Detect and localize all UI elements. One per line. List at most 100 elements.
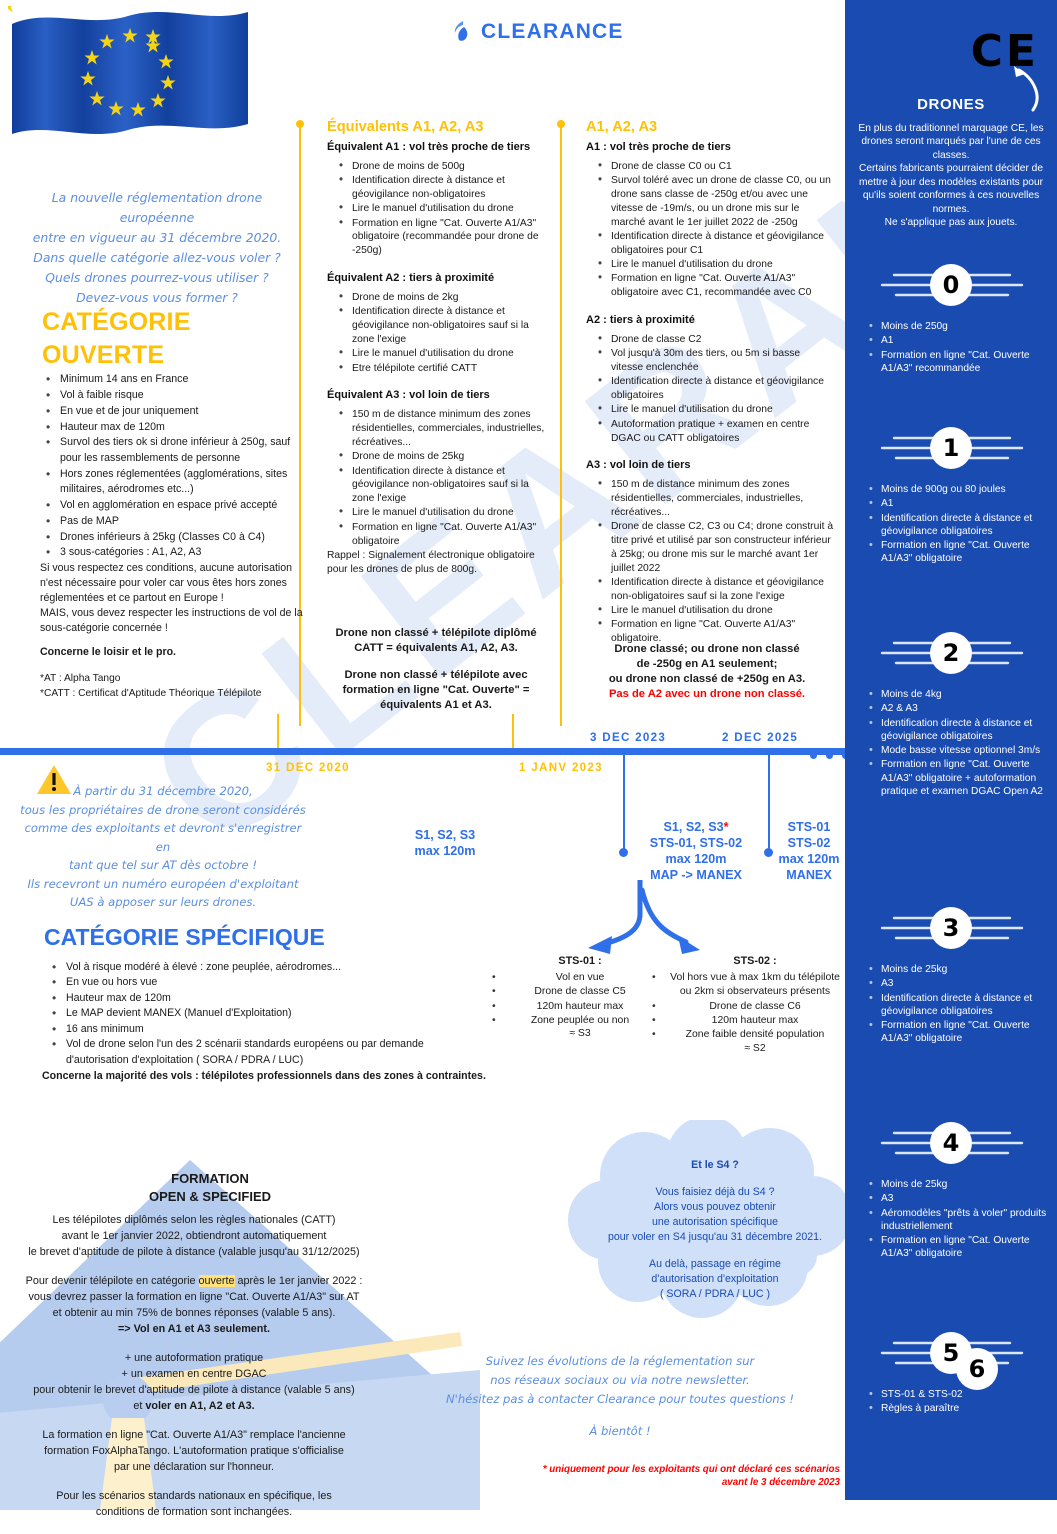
intro-line-5: Devez-vous vous former ? [76,290,238,306]
equivalents-section-bullets: 150 m de distance minimum des zones rési… [339,407,551,548]
bullet-dot: • [492,1015,496,1027]
open-category-note: Si vous respectez ces conditions, aucune… [40,562,303,635]
drone-class-number: 5 [930,1332,972,1374]
sts02-bullet: •Zone faible densité population [652,1028,840,1042]
sts-branch-arrows [588,880,700,954]
formation-p3-text: + une autoformation pratique+ un examen … [33,1351,355,1412]
sts01-bullet: •Zone peuplée ou non [492,1014,650,1028]
clearance-logo-text: CLEARANCE [481,20,624,43]
equivalents-section-bullets: Drone de moins de 500gIdentification dir… [339,159,551,258]
specific-category-bullet: En vue ou hors vue [52,974,482,992]
sts02-heading: STS-02 : [733,955,777,967]
specific-category-bullet: Vol à risque modéré à élevé : zone peupl… [52,959,482,977]
warning-handwritten-text: À partir du 31 décembre 2020,tous les pr… [20,784,306,910]
classes-section-bullet: Identification directe à distance et géo… [598,374,834,403]
sts02-approx: ≈ S2 [744,1042,766,1054]
equivalents-column-dot [296,120,304,128]
sts02-bullet: •120m hauteur max [652,1014,840,1028]
equivalents-section-bullet: Lire le manuel d'utilisation du drone [339,201,551,216]
drones-sidebar: CE DRONES En plus du traditionnel marqua… [845,0,1057,1500]
timeline-label-3dec2023: 3 DEC 2023 [590,731,667,744]
bullet-dot: • [492,1000,496,1012]
open-category-bullets: Minimum 14 ans en FranceVol à faible ris… [46,371,302,562]
speed-lines-icon [880,916,1024,940]
specific-category-bullet: 16 ans minimum [52,1021,482,1039]
intro-line-1: La nouvelle réglementation drone europée… [51,190,263,226]
footer-bientot: À bientôt ! [589,1424,651,1439]
equivalents-section-bullet: Lire le manuel d'utilisation du drone [339,346,551,361]
classes-conclusion-red: Pas de A2 avec un drone non classé. [608,688,806,701]
sts01-bullet: •Drone de classe C5 [492,985,650,999]
equivalents-conclusion: Drone non classé + télépilote diplômé CA… [320,626,552,714]
equivalents-section-bullet: Identification directe à distance et géo… [339,173,551,202]
classes-column-rule [560,126,562,726]
legend-catt: *CATT : Certificat d'Aptitude Théorique … [40,687,262,699]
drone-class-bullets: STS-01 & STS-02Règles à paraître [845,1387,1057,1416]
classes-section-bullet: Vol jusqu'à 30m des tiers, ou 5m si bass… [598,346,834,375]
timeline-knob-2025 [764,848,773,857]
formation-title-line2: OPEN & SPECIFIED [148,1189,272,1205]
open-category-title-line1: CATÉGORIE [42,308,191,336]
classes-section-bullets: Drone de classe C0 ou C1Survol toléré av… [598,159,834,300]
drone-class-4: 4Moins de 25kgA3Aéromodèles "prêts à vol… [845,1120,1057,1262]
classes-section-bullet: Identification directe à distance et géo… [598,229,834,258]
equivalents-section-bullet: Formation en ligne "Cat. Ouverte A1/A3" … [339,216,551,258]
open-category-legend: *AT : Alpha Tango *CATT : Certificat d'A… [40,672,320,702]
drone-class-number: 2 [930,632,972,674]
equivalents-section-bullet: Lire le manuel d'utilisation du drone [339,505,551,520]
drone-class-bullet: Formation en ligne "Cat. Ouverte A1/A3" … [869,538,1057,566]
open-category-bullet: 3 sous-catégories : A1, A2, A3 [46,544,302,562]
open-category-title-line2: OUVERTE [42,340,165,369]
drone-class-bullet: Aéromodèles "prêts à voler" produits ind… [869,1206,1057,1234]
drone-class-bullets: Moins de 250gA1Formation en ligne "Cat. … [845,319,1057,375]
bullet-dot: • [492,986,496,998]
equivalents-section-bullet: Drone de moins de 2kg [339,290,551,305]
formation-paragraph-2: Pour devenir télépilote en catégorie ouv… [4,1274,384,1338]
drone-class-bullet: Mode basse vitesse optionnel 3m/s [869,743,1057,758]
specific-category-bold-note: Concerne la majorité des vols : télépilo… [42,1070,486,1082]
equivalents-section-bullet: 150 m de distance minimum des zones rési… [339,407,551,449]
intro-handwritten-text: La nouvelle réglementation drone europée… [22,188,292,309]
eu-flag-image [8,6,248,134]
bullet-dot: • [652,1029,656,1041]
classes-section-bullet: Lire le manuel d'utilisation du drone [598,603,834,618]
cloud-paragraph-1: Vous faisiez déjà du S4 ?Alors vous pouv… [607,1186,823,1244]
drone-class-bullets: Moins de 25kgA3Aéromodèles "prêts à vole… [845,1177,1057,1261]
warning-triangle-icon [37,765,71,794]
drone-class-bullet: Identification directe à distance et géo… [869,511,1057,539]
equivalents-section-bullet: Identification directe à distance et géo… [339,464,551,506]
open-category-title: CATÉGORIE OUVERTE [42,306,191,371]
formation-paragraph-4: La formation en ligne "Cat. Ouverte A1/A… [42,1428,346,1473]
classes-section-bullet: 150 m de distance minimum des zones rési… [598,477,834,519]
drone-class-bullet: Moins de 250g [869,319,1057,334]
drone-class-2: 2Moins de 4kgA2 & A3Identification direc… [845,630,1057,799]
speed-lines-icon [880,641,1024,665]
sts01-bullet: •120m hauteur max [492,1000,650,1014]
drone-class-badge-wrap: 4 [845,1120,1057,1166]
sts01-approx: ≈ S3 [569,1028,591,1040]
open-category-bullet: Vol en agglomération en espace privé acc… [46,497,302,515]
classes-section-bullet: Drone de classe C2 [598,332,834,347]
drone-class-bullet: Formation en ligne "Cat. Ouverte A1/A3" … [869,757,1057,798]
classes-section-bullet: Drone de classe C0 ou C1 [598,159,834,174]
equivalents-section-heading: Équivalent A3 : vol loin de tiers [327,389,490,402]
classes-column-title: A1, A2, A3 [586,119,658,135]
equivalents-rappel: Rappel : Signalement électronique obliga… [327,550,535,576]
clearance-mark-icon [454,21,468,41]
classes-section-heading: A1 : vol très proche de tiers [586,141,731,153]
formation-p2-highlight: ouverte [198,1274,235,1287]
specific-category-bullet: Vol de drone selon l'un des 2 scénarii s… [52,1036,482,1068]
open-category-bullet: Minimum 14 ans en France [46,371,302,389]
sts02-box: STS-02 : •Vol hors vue à max 1km du télé… [652,955,840,1054]
timeline-label-31dec2020: 31 DEC 2020 [266,761,350,774]
sts02-bullets: •Vol hors vue à max 1km du télépilote ou… [652,971,840,1043]
sts02-bullet: •Vol hors vue à max 1km du télépilote ou… [652,972,840,998]
legend-at: *AT : Alpha Tango [40,673,121,684]
equivalents-section-bullet: Identification directe à distance et géo… [339,304,551,346]
drone-class-number: 3 [930,907,972,949]
classes-section-bullet: Formation en ligne "Cat. Ouverte A1/A3" … [598,271,834,300]
drone-class-badge-wrap: 2 [845,630,1057,676]
open-category-bullet: Vol à faible risque [46,387,302,405]
